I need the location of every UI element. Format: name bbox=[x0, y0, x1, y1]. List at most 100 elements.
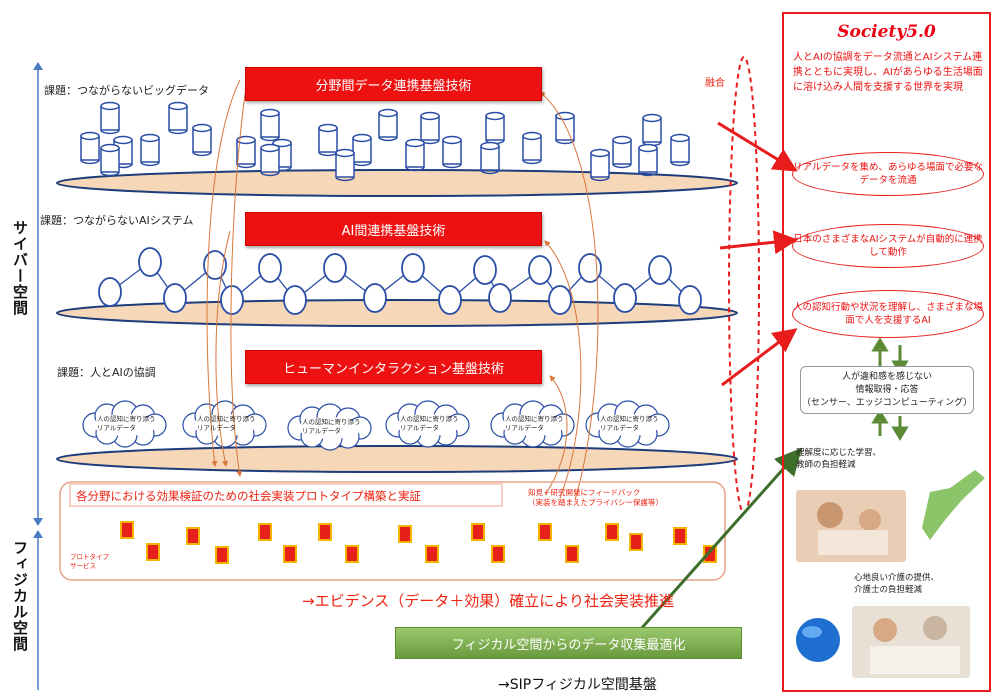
ai-node bbox=[163, 283, 187, 313]
society-item-ai: 日本のさまざまなAIシステムが自動的に連携して動作 bbox=[792, 224, 984, 268]
database-cylinder bbox=[670, 133, 690, 167]
cloud-label: 人の認知に寄り添う リアルデータ bbox=[197, 415, 256, 432]
society-title: Society5.0 bbox=[837, 22, 936, 42]
prototype-marker bbox=[120, 521, 134, 539]
prototype-marker bbox=[538, 523, 552, 541]
japan-map-icon bbox=[922, 470, 985, 540]
society-description: 人とAIの協調をデータ流通とAIシステム連携とともに実現し、AIがあらゆる生活場… bbox=[793, 52, 983, 93]
database-cylinder bbox=[260, 143, 280, 177]
database-cylinder bbox=[236, 135, 256, 169]
issue-label-human: 課題：人とAIの協調 bbox=[57, 366, 156, 379]
fusion-label: 融合 bbox=[705, 78, 725, 89]
ai-node bbox=[220, 285, 244, 315]
care-caption: 心地良い介護の提供、 介護士の負担軽減 bbox=[854, 573, 940, 595]
prototype-marker bbox=[398, 525, 412, 543]
database-cylinder bbox=[168, 101, 188, 135]
physical-data-bar: フィジカル空間からのデータ収集最適化 bbox=[395, 627, 742, 659]
interface-box: 人が違和感を感じない 情報取得・応答 （センサー、エッジコンピューティング） bbox=[800, 366, 974, 414]
feedback-note: 知見＋研究開発にフィードバック （実装を踏まえたプライバシー保護等） bbox=[528, 488, 663, 507]
database-cylinder bbox=[80, 131, 100, 165]
ai-node bbox=[678, 285, 702, 315]
data-cloud bbox=[490, 400, 575, 448]
database-cylinder bbox=[642, 113, 662, 147]
database-cylinder bbox=[100, 143, 120, 177]
ai-node bbox=[648, 255, 672, 285]
database-cylinder bbox=[590, 148, 610, 182]
feedback-curves bbox=[206, 79, 599, 501]
cloud-label: 人の認知に寄り添う リアルデータ bbox=[302, 418, 361, 435]
prototype-marker bbox=[471, 523, 485, 541]
database-cylinder bbox=[612, 135, 632, 169]
database-cylinder bbox=[378, 108, 398, 142]
prototype-outline bbox=[59, 481, 726, 581]
prototype-marker bbox=[215, 546, 229, 564]
education-caption: 理解度に応じた学習、 教師の負担軽減 bbox=[796, 448, 882, 470]
prototype-title: 各分野における効果検証のための社会実装プロトタイプ構築と実証 bbox=[76, 489, 421, 503]
tech-bar-data-linkage: 分野間データ連携基盤技術 bbox=[245, 67, 542, 101]
data-cloud bbox=[385, 400, 470, 448]
ai-node bbox=[258, 253, 282, 283]
database-cylinder bbox=[335, 148, 355, 182]
data-cloud bbox=[82, 400, 167, 448]
ai-node bbox=[578, 253, 602, 283]
cloud-label: 人の認知に寄り添う リアルデータ bbox=[400, 415, 459, 432]
data-cloud bbox=[585, 400, 670, 448]
society-panel: Society5.0 人とAIの協調をデータ流通とAIシステム連携とともに実現し… bbox=[782, 12, 991, 692]
fusion-ellipse bbox=[728, 56, 760, 514]
database-cylinder bbox=[192, 123, 212, 157]
database-cylinder bbox=[420, 111, 440, 145]
ai-node bbox=[488, 283, 512, 313]
database-cylinders bbox=[80, 101, 690, 182]
cloud-label: 人の認知に寄り添う リアルデータ bbox=[505, 415, 564, 432]
prototype-marker bbox=[491, 545, 505, 563]
ai-node bbox=[323, 253, 347, 283]
database-cylinder bbox=[318, 123, 338, 157]
issue-label-bigdata: 課題：つながらないビッグデータ bbox=[44, 84, 209, 97]
tech-bar-ai-linkage: AI間連携基盤技術 bbox=[245, 212, 542, 246]
green-arrow bbox=[638, 447, 802, 631]
prototype-service-label: プロトタイプ サービス bbox=[70, 553, 109, 570]
layer-disk-human bbox=[56, 445, 738, 473]
prototype-marker bbox=[283, 545, 297, 563]
ai-node bbox=[98, 277, 122, 307]
cyber-space-label: サイバー空間 bbox=[11, 220, 29, 316]
prototype-marker bbox=[565, 545, 579, 563]
ai-node bbox=[613, 283, 637, 313]
society-item-human: 人の認知行動や状況を理解し、さまざまな場面で人を支援するAI bbox=[792, 290, 984, 338]
prototype-markers bbox=[120, 521, 717, 564]
prototype-marker bbox=[605, 523, 619, 541]
ai-nodes bbox=[98, 247, 702, 315]
ai-node bbox=[138, 247, 162, 277]
cloud-label: 人の認知に寄り添う リアルデータ bbox=[600, 415, 659, 432]
ai-node bbox=[528, 255, 552, 285]
data-cloud bbox=[182, 400, 267, 448]
society-item-data: リアルデータを集め、あらゆる場面で必要なデータを流通 bbox=[792, 152, 984, 196]
physical-space-label: フィジカル空間 bbox=[11, 540, 29, 652]
prototype-marker bbox=[673, 527, 687, 545]
sip-footer: →SIPフィジカル空間基盤 bbox=[498, 677, 657, 693]
database-cylinder bbox=[485, 111, 505, 145]
ai-node bbox=[363, 283, 387, 313]
ai-node bbox=[401, 253, 425, 283]
ai-node bbox=[203, 250, 227, 280]
database-cylinder bbox=[140, 133, 160, 167]
database-cylinder bbox=[260, 108, 280, 142]
prototype-marker bbox=[146, 543, 160, 561]
data-cloud bbox=[287, 403, 372, 451]
layer-disk-bigdata bbox=[56, 169, 738, 197]
ai-node bbox=[473, 255, 497, 285]
database-cylinder bbox=[352, 133, 372, 167]
ai-node bbox=[283, 285, 307, 315]
database-cylinder bbox=[405, 138, 425, 172]
tech-bar-human-interaction: ヒューマンインタラクション基盤技術 bbox=[245, 350, 542, 384]
prototype-marker bbox=[629, 533, 643, 551]
database-cylinder bbox=[480, 141, 500, 175]
prototype-title-box bbox=[69, 483, 503, 507]
cloud-label: 人の認知に寄り添う リアルデータ bbox=[97, 415, 156, 432]
issue-label-ai: 課題：つながらないAIシステム bbox=[40, 214, 194, 227]
prototype-marker bbox=[318, 523, 332, 541]
data-clouds bbox=[82, 400, 670, 451]
database-cylinder bbox=[442, 135, 462, 169]
evidence-text: →エビデンス（データ＋効果）確立により社会実装推進 bbox=[302, 592, 674, 610]
prototype-marker bbox=[186, 527, 200, 545]
